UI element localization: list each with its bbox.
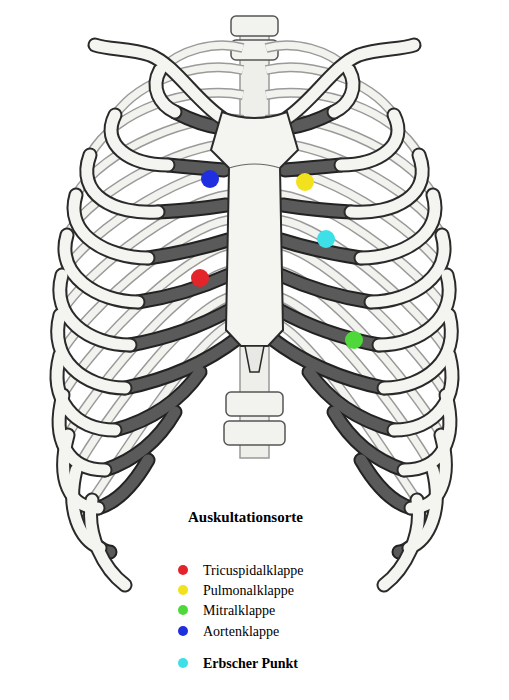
legend-swatch [178, 658, 188, 668]
legend-label: Erbscher Punkt [203, 656, 298, 671]
vertebra [231, 16, 278, 36]
right-ribs [266, 45, 452, 585]
legend-label: Pulmonalklappe [203, 583, 294, 598]
legend-item: Tricuspidalklappe [178, 561, 279, 579]
auscultation-point [317, 230, 335, 248]
legend-swatch [178, 605, 188, 615]
auscultation-point [296, 173, 314, 191]
legend-title: Auskultationsorte [188, 508, 303, 526]
legend-swatch [178, 626, 188, 636]
legend-item: Aortenklappe [178, 622, 254, 640]
legend-label: Mitralklappe [203, 603, 275, 618]
legend-item: Mitralklappe [178, 601, 250, 619]
auscultation-point [191, 269, 209, 287]
sternal-angle [229, 164, 280, 168]
auscultation-point [345, 331, 363, 349]
legend-swatch [178, 565, 188, 575]
left-ribs [57, 45, 243, 585]
vertebra [226, 392, 283, 416]
vertebra [224, 421, 285, 445]
legend-item: Pulmonalklappe [178, 581, 269, 599]
legend-label: Tricuspidalklappe [203, 563, 304, 578]
legend-item: Erbscher Punkt [178, 654, 273, 672]
legend-swatch [178, 585, 188, 595]
xiphoid-process [245, 346, 264, 372]
auscultation-point [201, 170, 219, 188]
legend-label: Aortenklappe [203, 624, 279, 639]
sternum [211, 112, 298, 346]
